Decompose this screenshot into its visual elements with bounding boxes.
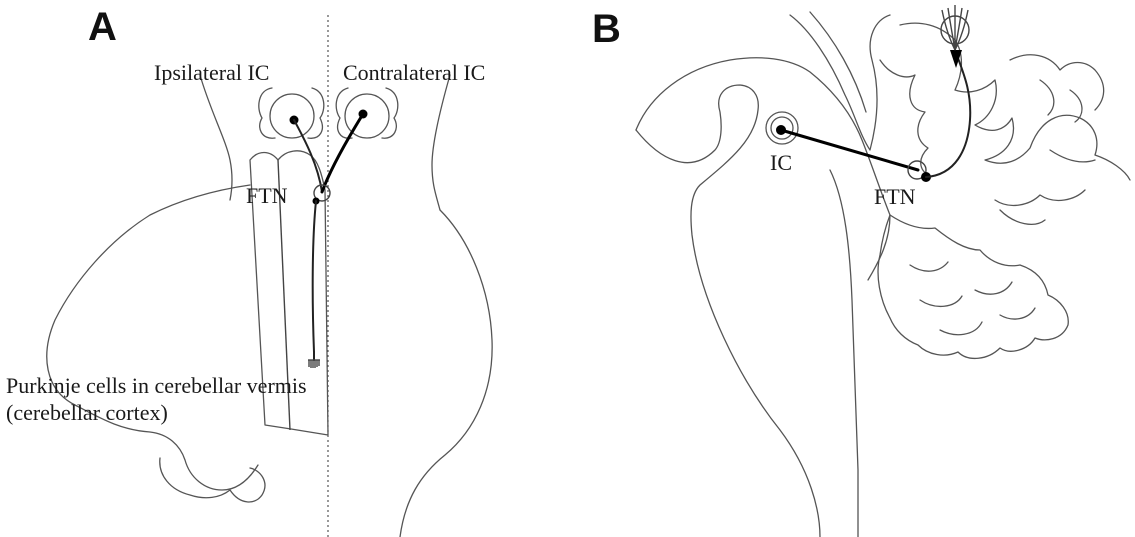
left-cerebellar-hemisphere <box>47 185 258 490</box>
posterior-brainstem-edge <box>830 170 858 537</box>
brainstem-sagittal-outline <box>636 58 890 280</box>
panel-b: B IC FTN <box>592 5 1130 537</box>
panel-a-letter: A <box>88 5 117 49</box>
right-cerebellar-hemisphere <box>400 210 492 537</box>
contralateral-ic <box>336 88 398 138</box>
cerebellum-anterior-lobe <box>790 12 890 150</box>
cerebellum-posterior-folia <box>910 262 1035 335</box>
ic-to-ftn-axon <box>781 130 918 170</box>
contralateral-ic-label: Contralateral IC <box>343 60 485 85</box>
ipsilateral-ic-label: Ipsilateral IC <box>154 60 269 85</box>
ftn-label-b: FTN <box>874 184 916 209</box>
purkinje-axon-b <box>926 50 970 177</box>
purkinje-dendrite-tuft <box>308 352 320 368</box>
cerebellum-posterior-lobe <box>878 215 1068 358</box>
left-paraflocculus <box>160 458 265 502</box>
purkinje-label-line1: Purkinje cells in cerebellar vermis <box>6 373 307 398</box>
ipsilateral-ic <box>259 88 324 138</box>
cerebellum-vermis-folia <box>880 23 1130 180</box>
purkinje-label-line2: (cerebellar cortex) <box>6 400 168 425</box>
panel-b-letter: B <box>592 7 621 51</box>
purkinje-axon-a <box>313 201 316 352</box>
panel-a: A <box>6 5 492 537</box>
ftn-label-a: FTN <box>246 183 288 208</box>
anterior-brainstem-edge <box>636 85 820 537</box>
purkinje-cell-b <box>941 5 969 68</box>
ic-label-b: IC <box>770 150 792 175</box>
